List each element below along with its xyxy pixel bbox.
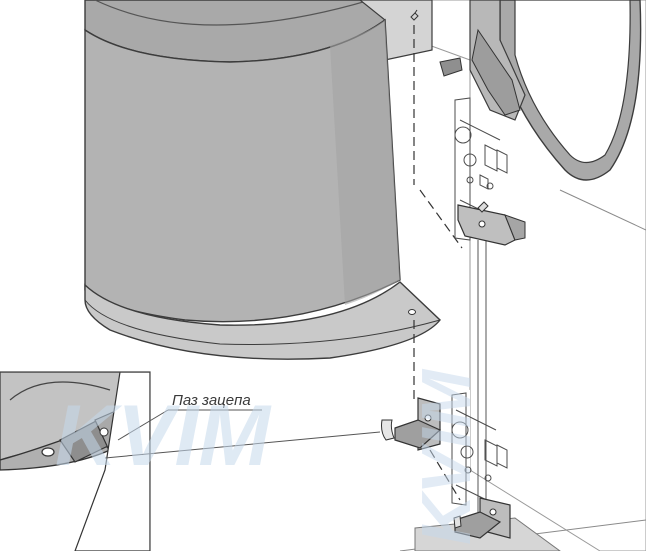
hook-slot-highlight	[381, 419, 395, 441]
hook-bracket	[381, 397, 442, 451]
hook-slot-callout: Паз зацепа	[172, 392, 251, 409]
middle-bracket-screw	[477, 201, 489, 213]
upper-hook	[479, 174, 489, 190]
watermark-logo: KVIM	[55, 388, 272, 484]
upper-bracket-assembly	[454, 97, 508, 241]
zoom-bracket-hole	[99, 427, 109, 437]
leader-to-zoom	[117, 409, 169, 441]
bin-lid-assembly	[439, 0, 642, 181]
lower-clip-2	[496, 444, 508, 469]
lower-cam-1	[451, 421, 469, 439]
callout-leaders	[104, 409, 381, 459]
floor-bracket-hole	[489, 508, 497, 516]
watermark-text-left: KVIM	[55, 388, 272, 484]
zoom-cabinet-edge	[74, 372, 150, 551]
hook-bracket-hole	[424, 414, 432, 422]
lower-plate-outline	[451, 392, 467, 506]
lower-clip	[484, 439, 498, 467]
lower-screw-2	[464, 466, 472, 474]
waste-bin	[84, 0, 441, 360]
zoom-bin-inner-curve	[9, 381, 111, 401]
floor-bracket-arm	[454, 511, 502, 539]
zoom-frame	[0, 371, 151, 551]
floor-bracket	[453, 497, 511, 539]
lower-cam-2	[460, 445, 474, 459]
middle-bracket-hole	[478, 220, 486, 228]
bin-base-edge	[84, 299, 441, 345]
hook-bracket-arm	[394, 419, 442, 449]
upper-screw-2	[466, 176, 474, 184]
lower-screw-1	[484, 474, 492, 482]
lid-inner	[514, 0, 631, 164]
cabinet-edge-line	[559, 189, 646, 231]
upper-cam-2	[463, 153, 477, 167]
guide-dashed-bottom	[429, 449, 461, 501]
alignment-guides	[413, 25, 487, 520]
bin-base-plate	[84, 281, 441, 360]
detail-zoom-view	[0, 371, 151, 551]
lid-hinge-pin	[439, 57, 463, 77]
bin-top-inner	[94, 0, 371, 26]
lower-bracket-assembly	[451, 392, 508, 508]
upper-screw-1	[486, 182, 494, 190]
leader-to-hook	[104, 431, 381, 459]
upper-clip-2	[496, 149, 508, 174]
guide-dashed-diagonal	[419, 189, 463, 249]
watermark-text-vertical: KVIM	[407, 368, 485, 545]
bin-cylinder-shade	[330, 20, 400, 305]
watermark-logo-vertical: KVIM	[407, 368, 485, 545]
floor-bracket-peg	[453, 515, 462, 529]
upper-plate-outline	[454, 97, 471, 241]
upper-cam-1	[454, 126, 472, 144]
base-mount-hole	[408, 309, 416, 315]
top-screw	[410, 9, 419, 21]
middle-bracket-tab	[504, 214, 526, 241]
lid-hinge-arm	[471, 28, 521, 116]
middle-bracket	[457, 201, 526, 246]
upper-clip	[484, 144, 498, 172]
zoom-hook-slot	[41, 447, 55, 457]
